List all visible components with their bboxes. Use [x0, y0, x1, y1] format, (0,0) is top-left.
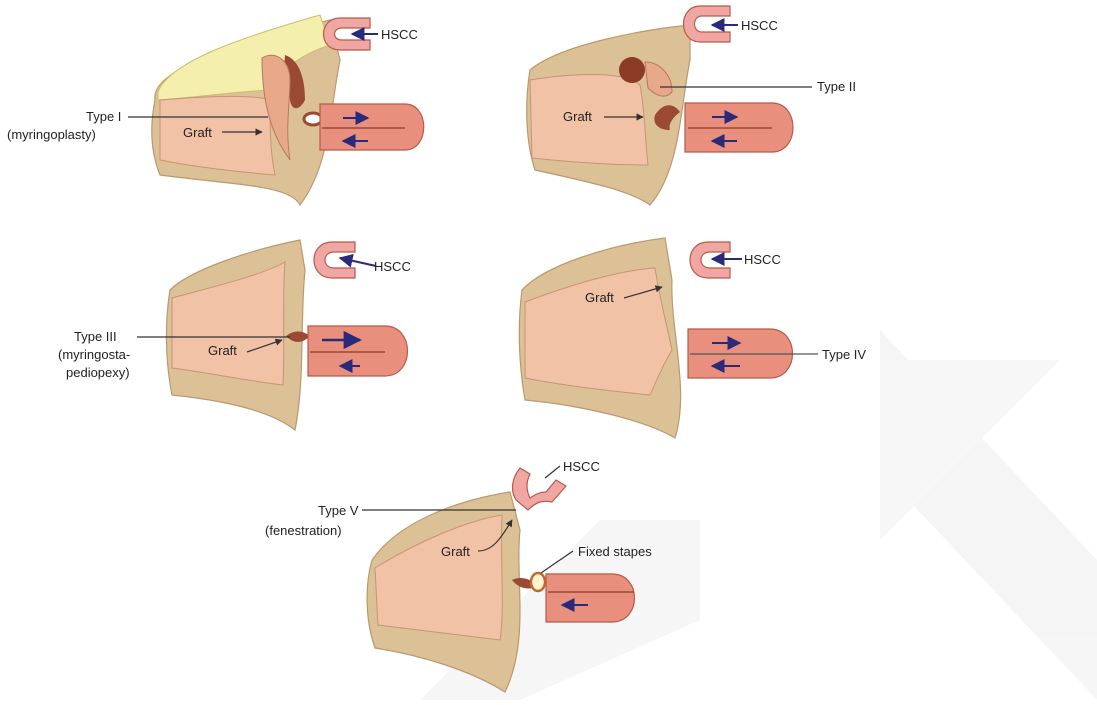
hscc-label: HSCC — [374, 259, 411, 274]
fixed-stapes-label: Fixed stapes — [578, 544, 652, 559]
type-label-line-3: pediopexy) — [66, 365, 130, 380]
type-label-line-1: Type I — [86, 109, 121, 124]
type-label-line-1: Type IV — [822, 347, 866, 362]
panel-type-3: HSCC Type III (myringosta- pediopexy) Gr… — [58, 240, 411, 430]
hscc — [513, 468, 566, 510]
graft-label: Graft — [563, 109, 592, 124]
hscc-label: HSCC — [741, 18, 778, 33]
hscc-label: HSCC — [744, 252, 781, 267]
type-label-line-1: Type V — [318, 503, 359, 518]
inner-ear — [308, 326, 408, 376]
panel-type-2: HSCC Type II Graft — [527, 6, 856, 205]
type-label-line-1: Type II — [817, 79, 856, 94]
hscc-label: HSCC — [563, 459, 600, 474]
panel-type-1: HSCC Type I (myringoplasty) Graft — [7, 15, 424, 205]
type-label-line-2: (myringosta- — [58, 347, 130, 362]
fixed-stapes — [531, 573, 545, 591]
graft-label: Graft — [585, 290, 614, 305]
type-label-line-2: (myringoplasty) — [7, 127, 96, 142]
type-label-line-2: (fenestration) — [265, 523, 342, 538]
graft-label: Graft — [441, 544, 470, 559]
type-label-line-1: Type III — [74, 329, 117, 344]
graft-label: Graft — [208, 343, 237, 358]
external-canal — [160, 96, 275, 175]
watermark — [420, 330, 1097, 700]
ossicle-head — [619, 57, 645, 83]
stapes — [304, 113, 322, 125]
panel-type-4: HSCC Type IV Graft — [519, 238, 866, 438]
graft-label: Graft — [183, 125, 212, 140]
hscc-label: HSCC — [381, 27, 418, 42]
inner-ear — [320, 104, 424, 150]
inner-ear — [546, 574, 635, 622]
